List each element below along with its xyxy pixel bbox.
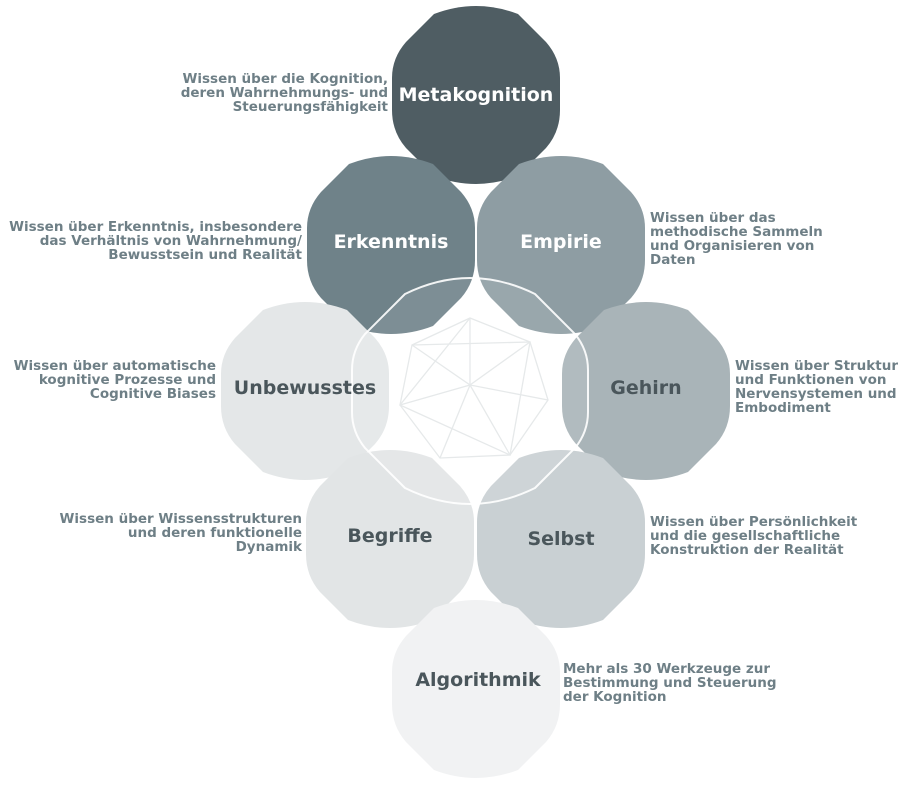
description-line: Cognitive Biases [89, 386, 216, 402]
description-line: Dynamik [235, 539, 302, 555]
hexagon-metakognition [392, 6, 560, 184]
hex-label-gehirn: Gehirn [610, 377, 681, 399]
description-line: Konstruktion der Realität [650, 542, 844, 558]
description-line: Wissen über automatische [13, 358, 216, 374]
description-line: Daten [650, 252, 696, 268]
description-gehirn: Wissen über Struktur und Funktionen von … [735, 359, 898, 415]
description-line: kognitive Prozesse und [38, 372, 216, 388]
hex-label-selbst: Selbst [527, 528, 594, 550]
hex-label-begriffe: Begriffe [347, 525, 432, 547]
description-line: Wissen über Wissensstrukturen [59, 511, 302, 527]
description-selbst: Wissen über Persönlichkeit und die gesel… [650, 515, 857, 557]
polyhedron-watermark-icon [398, 317, 549, 459]
description-line: Wissen über das [650, 210, 776, 226]
hex-label-empirie: Empirie [520, 231, 602, 253]
description-line: Nervensystemen und [735, 386, 897, 402]
description-line: und Funktionen von [735, 372, 887, 388]
description-line: Wissen über Persönlichkeit [650, 514, 858, 530]
description-line: Steuerungsfähigkeit [232, 99, 388, 115]
center-outline-hexagon [351, 277, 589, 505]
description-erkenntnis: Wissen über Erkenntnis, insbesondere das… [9, 220, 302, 262]
description-line: Wissen über Erkenntnis, insbesondere [9, 219, 302, 235]
description-begriffe: Wissen über Wissensstrukturen und deren … [60, 512, 302, 554]
hexagon-empirie [477, 156, 645, 334]
description-line: und die gesellschaftliche [650, 528, 841, 544]
hex-label-algorithmik: Algorithmik [415, 669, 541, 691]
hexagon-begriffe [306, 450, 474, 628]
description-line: Wissen über die Kognition, [182, 71, 389, 87]
hexagon-erkenntnis [307, 156, 475, 334]
hexagon-algorithmik [392, 600, 560, 778]
description-line: Embodiment [735, 400, 831, 416]
description-line: Bewusstsein und Realität [108, 247, 302, 263]
description-line: und deren funktionelle [127, 525, 302, 541]
description-empirie: Wissen über das methodische Sammeln und … [650, 211, 823, 267]
hex-label-unbewusstes: Unbewusstes [234, 377, 376, 399]
hex-label-erkenntnis: Erkenntnis [334, 231, 449, 253]
description-line: methodische Sammeln [650, 224, 823, 240]
hexagon-gehirn [562, 302, 730, 480]
description-line: das Verhältnis von Wahrnehmung/ [39, 233, 302, 249]
description-metakognition: Wissen über die Kognition, deren Wahrneh… [181, 72, 388, 114]
description-line: Bestimmung und Steuerung [563, 675, 777, 691]
description-line: Wissen über Struktur [735, 358, 898, 374]
description-algorithmik: Mehr als 30 Werkzeuge zur Bestimmung und… [563, 662, 777, 704]
hexagon-unbewusstes [221, 302, 389, 480]
description-line: deren Wahrnehmungs- und [180, 85, 388, 101]
description-line: Mehr als 30 Werkzeuge zur [563, 661, 770, 677]
hex-label-metakognition: Metakognition [399, 84, 554, 106]
description-line: und Organisieren von [650, 238, 815, 254]
description-line: der Kognition [563, 689, 667, 705]
description-unbewusstes: Wissen über automatische kognitive Proze… [14, 359, 216, 401]
